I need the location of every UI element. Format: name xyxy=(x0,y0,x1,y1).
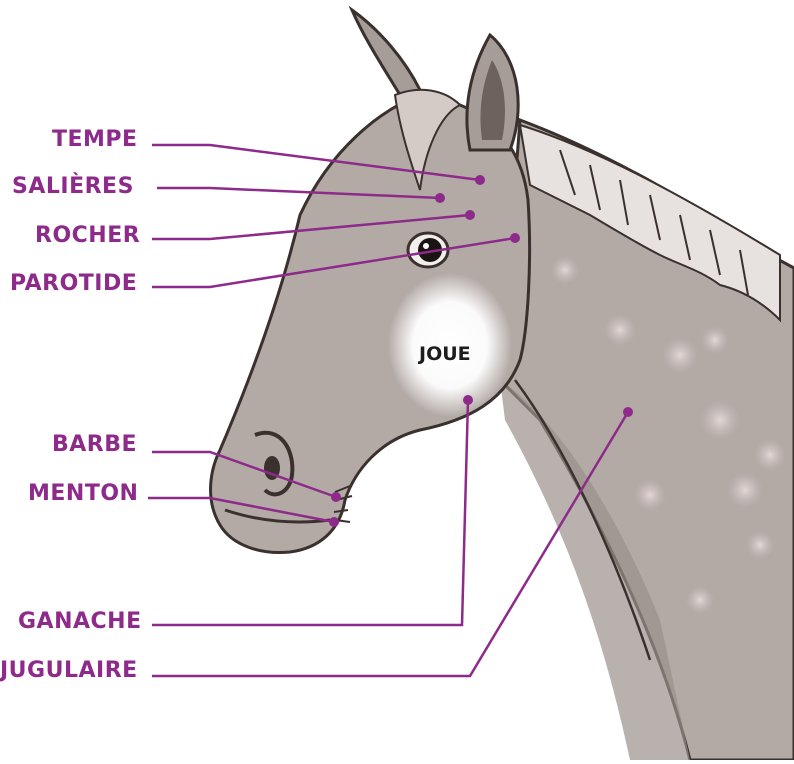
label-jugulaire: JUGULAIRE xyxy=(0,660,138,682)
point-menton xyxy=(329,517,339,527)
label-ganache: GANACHE xyxy=(18,611,142,633)
point-ganache xyxy=(463,395,473,405)
point-barbe xyxy=(331,492,341,502)
label-parotide: PAROTIDE xyxy=(10,273,137,295)
label-menton: MENTON xyxy=(28,483,138,505)
label-salieres: SALIÈRES xyxy=(12,176,134,198)
point-parotide xyxy=(510,233,520,243)
label-rocher: ROCHER xyxy=(35,225,140,247)
point-salieres xyxy=(435,193,445,203)
left-ear xyxy=(352,10,420,95)
point-jugulaire xyxy=(623,407,633,417)
label-barbe: BARBE xyxy=(52,434,137,456)
point-tempe xyxy=(475,175,485,185)
label-tempe: TEMPE xyxy=(52,129,138,151)
label-joue: JOUE xyxy=(419,343,471,365)
point-rocher xyxy=(465,210,475,220)
